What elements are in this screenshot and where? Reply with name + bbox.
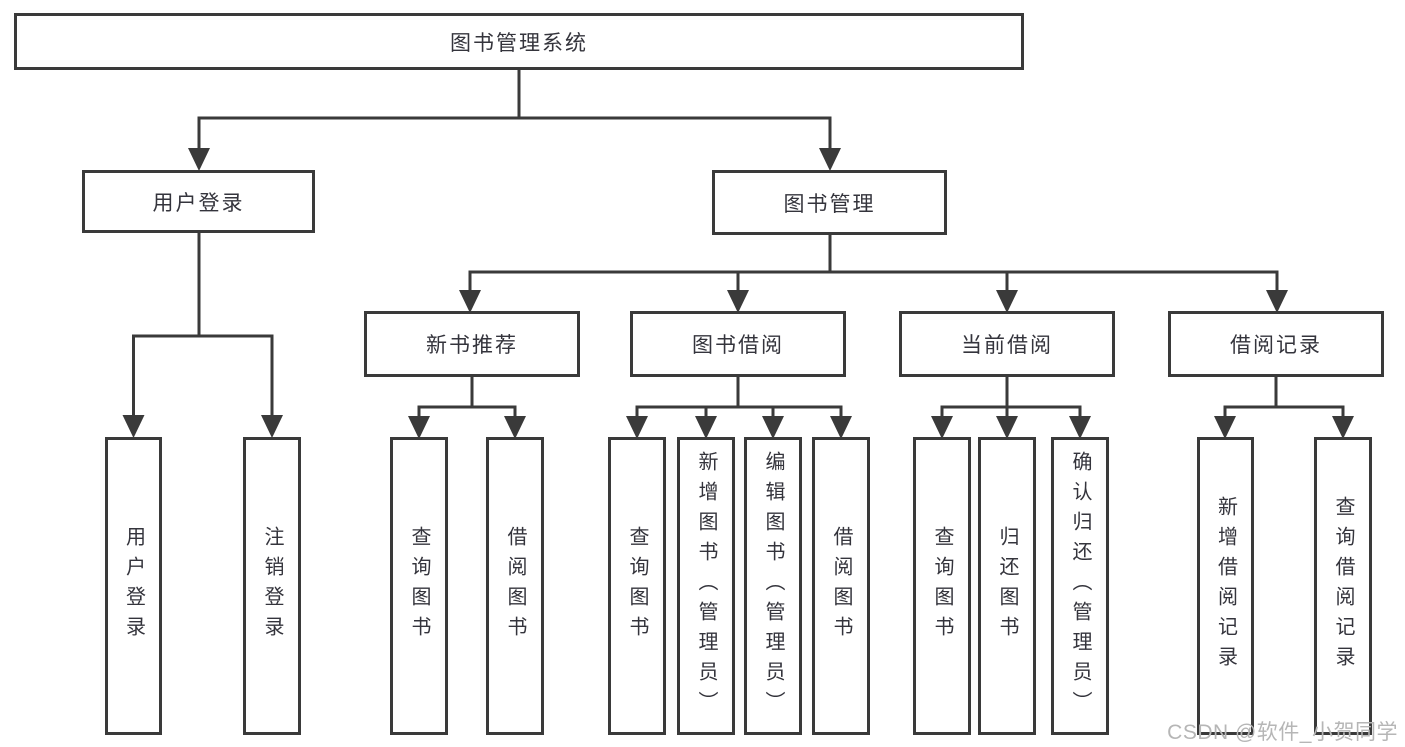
leaf-return-books: 归还图书: [978, 437, 1036, 735]
leaf-query-borrow-record: 查询借阅记录: [1314, 437, 1372, 735]
leaf-add-books-admin: 新增图书（管理员）: [677, 437, 735, 735]
leaf-confirm-return-admin: 确认归还（管理员）: [1051, 437, 1109, 735]
connector-book-management-to-level3: [468, 234, 1279, 292]
arrowheads-level2: [188, 148, 841, 171]
arrowheads-borrow-records-leaves: [1214, 416, 1354, 439]
node-user-login: 用户登录: [82, 170, 315, 233]
connector-borrow-records-to-leaves: [1223, 376, 1345, 419]
connector-user-login-to-leaves: [132, 232, 274, 418]
leaf-add-borrow-record: 新增借阅记录: [1197, 437, 1254, 735]
connector-current-borrow-to-leaves: [940, 376, 1082, 419]
node-book-management: 图书管理: [712, 170, 947, 235]
arrowheads-level3: [459, 290, 1288, 313]
leaf-query-books-borrow: 查询图书: [608, 437, 666, 735]
arrowheads-user-login-leaves: [122, 415, 283, 438]
leaf-user-login: 用户登录: [105, 437, 162, 735]
connector-new-book-to-leaves: [417, 376, 517, 419]
leaf-borrow-books: 借阅图书: [812, 437, 870, 735]
node-borrow-records: 借阅记录: [1168, 311, 1384, 377]
leaf-borrow-books-recommend: 借阅图书: [486, 437, 544, 735]
connector-book-borrow-to-leaves: [635, 376, 843, 419]
arrowheads-new-book-leaves: [408, 416, 526, 439]
arrowheads-current-borrow-leaves: [931, 416, 1091, 439]
node-new-book-recommend: 新书推荐: [364, 311, 580, 377]
node-root-system: 图书管理系统: [14, 13, 1024, 70]
arrowheads-book-borrow-leaves: [626, 416, 852, 439]
leaf-edit-books-admin: 编辑图书（管理员）: [744, 437, 802, 735]
leaf-query-books-recommend: 查询图书: [390, 437, 448, 735]
connector-root-to-level2: [197, 68, 832, 151]
leaf-logout: 注销登录: [243, 437, 301, 735]
leaf-query-books-current: 查询图书: [913, 437, 971, 735]
node-book-borrow: 图书借阅: [630, 311, 846, 377]
node-current-borrow: 当前借阅: [899, 311, 1115, 377]
